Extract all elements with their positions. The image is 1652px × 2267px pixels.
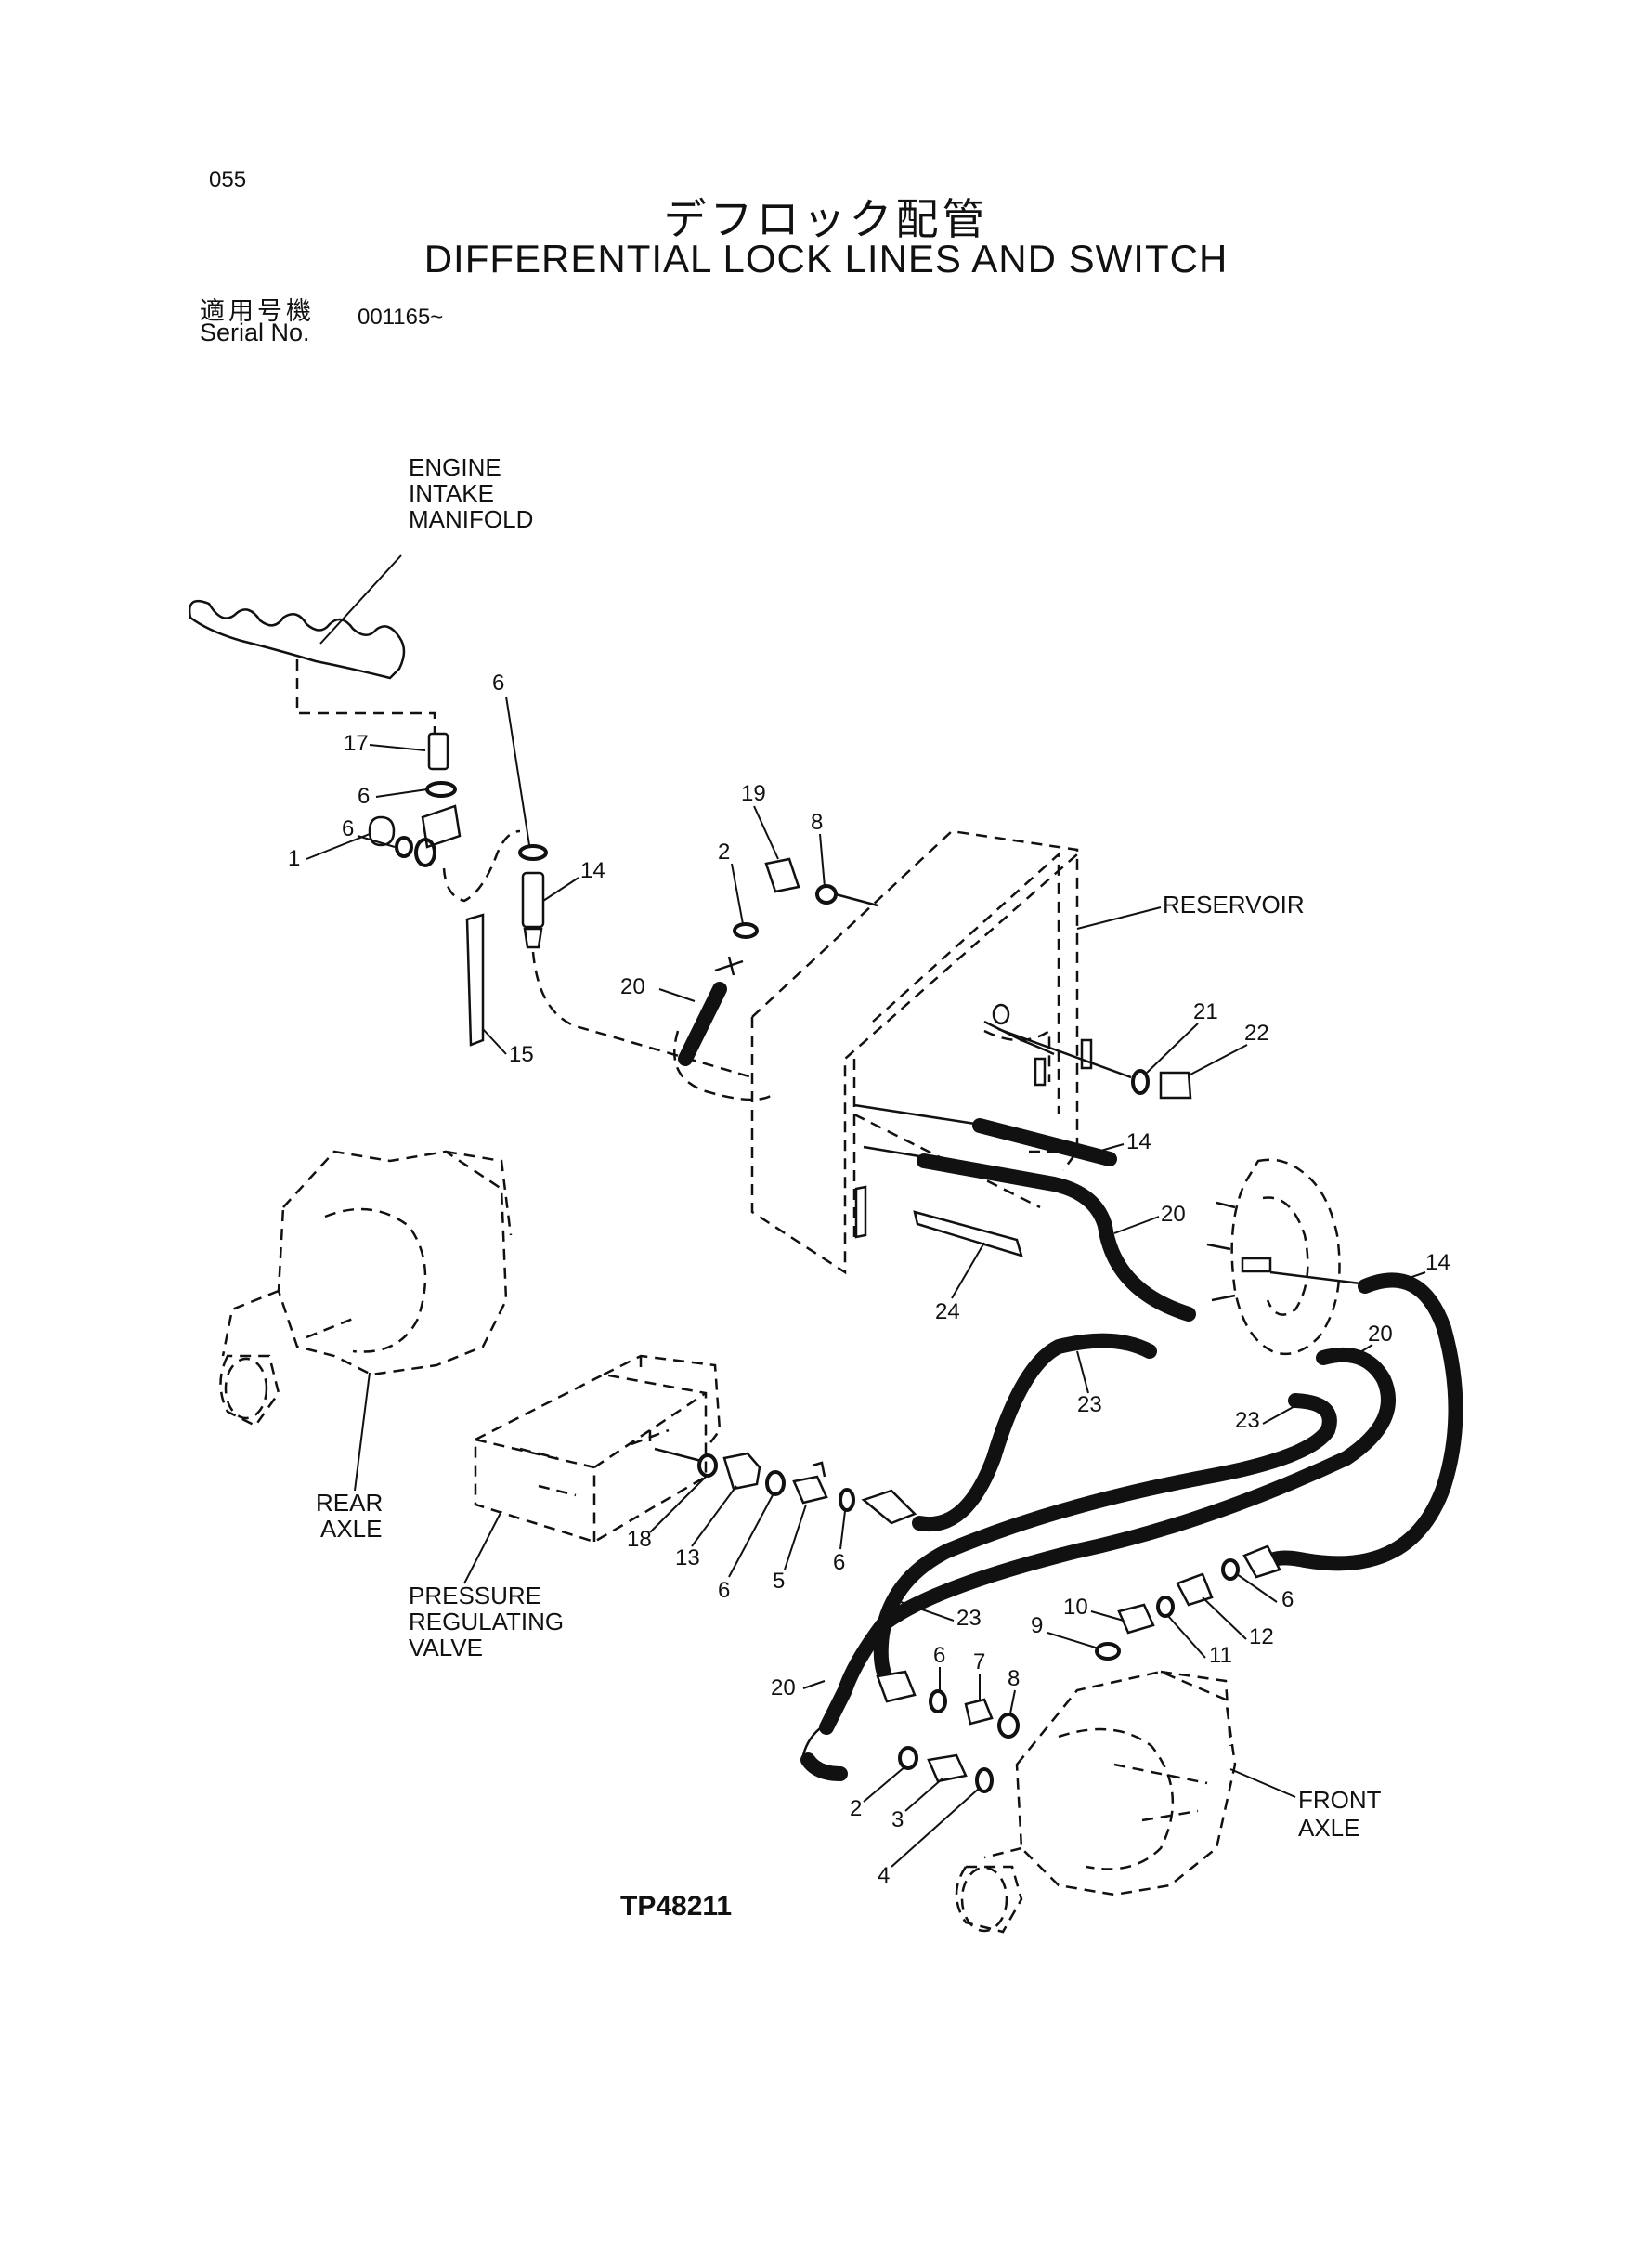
o-ring-6-e <box>839 1488 855 1512</box>
callout-23-b: 23 <box>1235 1408 1260 1433</box>
callout-10: 10 <box>1063 1595 1088 1620</box>
callout-5: 5 <box>773 1569 785 1594</box>
hose-23-end-fitting <box>876 1670 917 1703</box>
o-ring-8 <box>815 884 838 905</box>
callout-12: 12 <box>1249 1624 1274 1649</box>
caption-valve-2: REGULATING <box>409 1608 564 1635</box>
serial-label-japanese: 適用号機 <box>200 297 315 326</box>
callout-4: 4 <box>878 1863 890 1888</box>
callout-24: 24 <box>935 1299 960 1324</box>
caption-front-axle-1: FRONT <box>1298 1786 1382 1814</box>
caption-engine-3: MANIFOLD <box>409 505 533 533</box>
gear-bracket <box>1206 1158 1341 1356</box>
strap-24 <box>913 1210 1023 1257</box>
callout-6-e: 6 <box>833 1550 845 1575</box>
tee-5 <box>792 1461 828 1505</box>
callout-20-a: 20 <box>620 974 645 999</box>
o-ring-8-b <box>997 1713 1020 1739</box>
caption-valve-3: VALVE <box>409 1634 483 1661</box>
o-ring-9 <box>1095 1642 1121 1661</box>
callout-11: 11 <box>1209 1643 1232 1668</box>
callout-20-c: 20 <box>1368 1322 1393 1347</box>
o-ring-6-g <box>929 1689 947 1713</box>
hose-end-fitting <box>861 1489 917 1525</box>
hose-14-end-fitting <box>1242 1544 1281 1579</box>
o-ring-11 <box>1156 1596 1175 1618</box>
plug-22 <box>1159 1071 1192 1100</box>
callout-18: 18 <box>627 1527 652 1552</box>
rear-axle <box>219 1150 513 1427</box>
o-ring-2 <box>733 922 759 939</box>
callout-6-g: 6 <box>933 1643 945 1668</box>
caption-front-axle-2: AXLE <box>1298 1814 1360 1842</box>
switch-10 <box>1117 1603 1155 1635</box>
callout-23-a: 23 <box>1077 1392 1102 1417</box>
callout-6-f: 6 <box>1281 1587 1294 1612</box>
page-number: 055 <box>209 167 247 192</box>
left-fitting-cluster <box>368 732 548 1047</box>
callout-20-d: 20 <box>771 1675 796 1700</box>
title-japanese: デフロック配管 <box>663 194 989 244</box>
engine-intake-manifold <box>188 554 436 734</box>
o-ring-4 <box>975 1767 994 1793</box>
o-ring-6-f <box>1221 1558 1240 1581</box>
hose-20-short <box>678 982 727 1066</box>
callout-2-b: 2 <box>850 1796 862 1821</box>
callout-23-c: 23 <box>956 1606 982 1631</box>
adapter-13 <box>722 1452 761 1491</box>
callout-22: 22 <box>1244 1021 1269 1046</box>
hose-20-elbow <box>800 1752 848 1781</box>
front-axle <box>955 1670 1237 1934</box>
callout-1: 1 <box>288 846 300 871</box>
caption-rear-axle-1: REAR <box>316 1489 383 1517</box>
hose-14-loop <box>1265 1272 1463 1571</box>
reservoir <box>673 829 1093 1275</box>
drawing-id: TP48211 <box>620 1891 732 1922</box>
callout-7: 7 <box>973 1649 985 1674</box>
callout-9: 9 <box>1031 1613 1043 1638</box>
callout-21: 21 <box>1193 999 1218 1024</box>
pressure-regulating-valve <box>474 1354 722 1544</box>
caption-engine-1: ENGINE <box>409 453 501 481</box>
serial-number-value: 001165~ <box>358 305 444 330</box>
hose-23-lower <box>873 1393 1337 1693</box>
callout-6-a: 6 <box>358 784 370 809</box>
callout-20-b: 20 <box>1161 1202 1186 1227</box>
callout-13: 13 <box>675 1545 700 1570</box>
hose-14-upper <box>972 1118 1117 1166</box>
serial-label-english: Serial No. <box>200 319 310 346</box>
elbow-19 <box>764 857 800 893</box>
callout-6-b: 6 <box>492 671 504 696</box>
callout-17: 17 <box>344 731 369 756</box>
callout-8-b: 8 <box>1008 1666 1020 1691</box>
connector-7 <box>964 1698 994 1726</box>
callout-3: 3 <box>891 1807 904 1832</box>
hose-20-upper <box>917 1153 1196 1322</box>
callout-14-b: 14 <box>1126 1129 1151 1154</box>
callout-14-a: 14 <box>580 858 605 883</box>
caption-rear-axle-2: AXLE <box>320 1515 383 1543</box>
hose-23-upper <box>912 1333 1157 1532</box>
o-ring-2-b <box>898 1746 918 1770</box>
callout-19: 19 <box>741 781 766 806</box>
callout-15: 15 <box>509 1042 534 1067</box>
callout-2-a: 2 <box>718 840 730 865</box>
caption-valve-1: PRESSURE <box>409 1582 541 1609</box>
o-ring-21 <box>1131 1069 1150 1095</box>
adapter-3 <box>927 1753 968 1783</box>
caption-engine-2: INTAKE <box>409 479 494 507</box>
callout-6-d: 6 <box>718 1578 730 1603</box>
callout-8-a: 8 <box>811 810 823 835</box>
hose-20-loop <box>819 1347 1396 1735</box>
o-ring-6-d <box>765 1470 786 1496</box>
caption-reservoir: RESERVOIR <box>1163 891 1305 919</box>
title-english: DIFFERENTIAL LOCK LINES AND SWITCH <box>423 237 1229 280</box>
callout-14-c: 14 <box>1425 1250 1450 1275</box>
o-ring-18 <box>697 1453 718 1478</box>
callout-6-c: 6 <box>342 816 354 841</box>
